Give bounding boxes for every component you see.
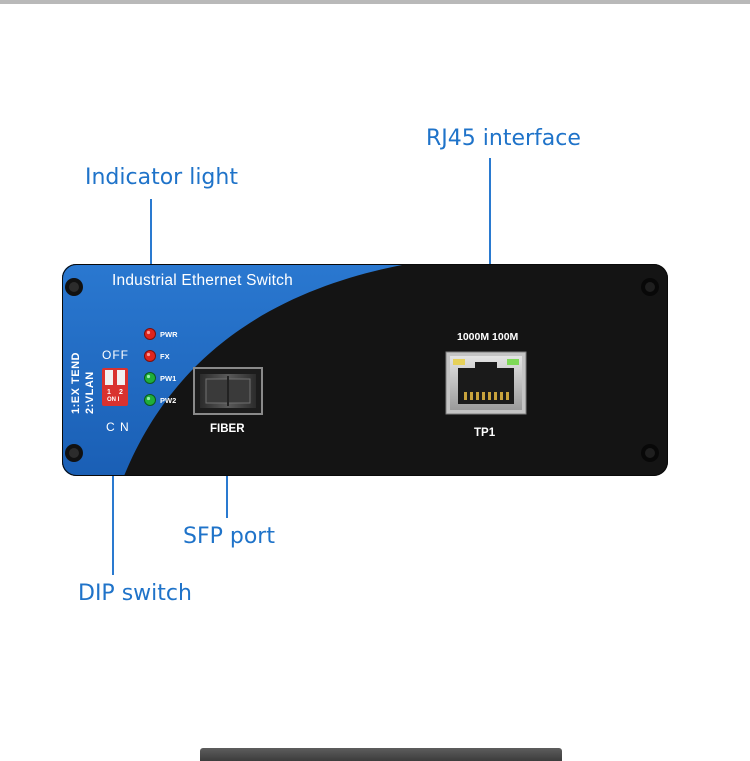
sfp-port[interactable] [193,367,263,415]
callout-dip-switch: DIP switch [78,581,192,606]
dip-mode-extend: 1:EX TEND [70,352,82,414]
panel-graphic [62,264,668,476]
screw-top-left [65,278,83,296]
callout-sfp-port: SFP port [183,524,275,549]
callout-indicator-light: Indicator light [85,165,238,190]
led-fx [144,350,156,362]
led-pwr [144,328,156,340]
top-border [0,0,750,4]
rj45-port[interactable] [445,351,527,415]
second-device-top-edge [200,748,562,761]
led-label-pwr: PWR [160,330,178,339]
screw-bottom-right [641,444,659,462]
tp1-label: TP1 [474,427,496,439]
callout-rj45-interface: RJ45 interface [426,126,581,151]
rj45-led-1000m [453,359,465,365]
leader-line-dip [112,418,114,575]
fiber-label: FIBER [210,423,245,435]
rj45-led-100m [507,359,519,365]
dip-mode-vlan: 2:VLAN [84,371,96,414]
dip-number-2: 2 [119,389,123,396]
dip-on-small: ON I [107,397,120,403]
speed-label: 1000M 100M [457,331,519,343]
led-label-pw1: PW1 [160,374,177,383]
led-pw2 [144,394,156,406]
switch-front-panel: Industrial Ethernet Switch PWR FX PW1 PW… [62,264,668,476]
led-label-fx: FX [160,352,170,361]
led-pw1 [144,372,156,384]
dip-on-label: C N [106,420,130,434]
led-label-pw2: PW2 [160,396,177,405]
panel-title: Industrial Ethernet Switch [112,272,293,289]
dip-switch[interactable] [102,368,128,406]
dip-off-label: OFF [102,348,129,362]
screw-top-right [641,278,659,296]
leader-line-rj45 [489,158,491,348]
panel-blue-area [62,264,407,476]
dip-number-1: 1 [107,389,111,396]
screw-bottom-left [65,444,83,462]
